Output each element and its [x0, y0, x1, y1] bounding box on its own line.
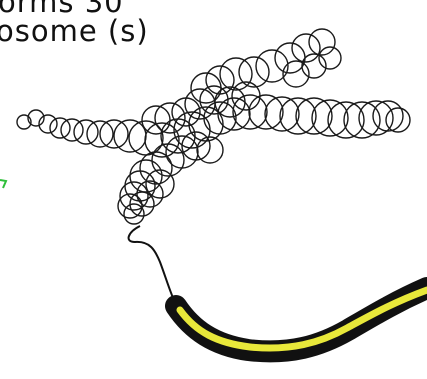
- ribosome-circle: [140, 152, 172, 184]
- ribosome-circle: [280, 98, 316, 134]
- ribosome-circle: [142, 106, 170, 134]
- ribosome-circle: [249, 95, 283, 129]
- mrna-ribbon: [176, 288, 427, 351]
- ribosome-circle: [296, 98, 332, 134]
- ribosome-circle: [74, 120, 98, 144]
- ribosome-circle: [124, 204, 144, 224]
- ribosome-circle: [275, 43, 305, 73]
- ribosome-circle: [220, 58, 252, 90]
- ribosome-circle: [50, 118, 70, 138]
- polysome-coil: [17, 29, 410, 224]
- green-mark: [0, 180, 6, 188]
- ribosome-circle: [265, 97, 299, 131]
- ribosome-circle: [312, 100, 348, 136]
- heading-line-2: osome (s): [0, 14, 149, 48]
- ribosome-circle: [182, 132, 210, 160]
- ribosome-circle: [114, 120, 146, 152]
- ribosome-circle: [386, 108, 410, 132]
